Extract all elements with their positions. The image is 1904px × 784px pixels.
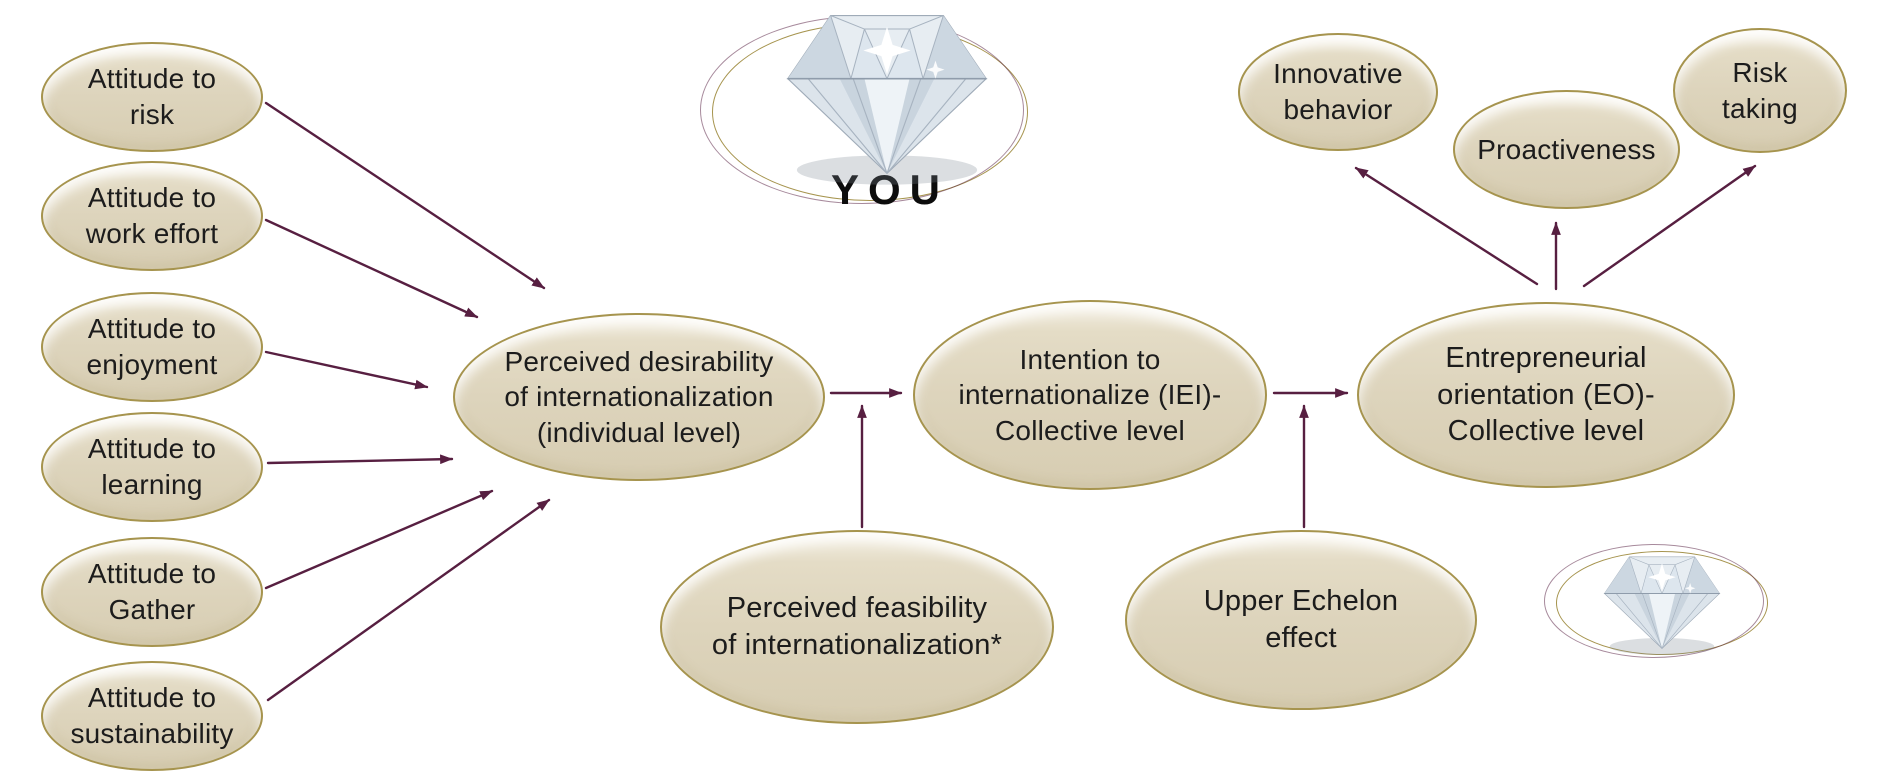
- edge-gather-to-desirability: [264, 489, 494, 590]
- node-attitude-to-learning: Attitude to learning: [41, 412, 275, 528]
- node-attitude-to-enjoyment-label: Attitude to enjoyment: [86, 313, 218, 380]
- node-attitude-to-gather-label: Attitude to Gather: [87, 558, 217, 625]
- node-attitude-to-work-effort-label: Attitude to work effort: [85, 182, 219, 249]
- you-label: YOU: [790, 166, 990, 214]
- node-proactiveness: Proactiveness: [1453, 90, 1681, 217]
- edge-learning-to-desirability: [266, 454, 454, 465]
- edge-work-effort-to-desirability: [264, 218, 479, 319]
- node-risk-taking-label: Risk taking: [1722, 56, 1798, 124]
- edge-enjoyment-to-desirability: [264, 350, 429, 390]
- node-attitude-to-sustainability-label: Attitude to sustainability: [70, 682, 234, 749]
- node-upper-echelon-effect-label: Upper Echelon effect: [1203, 585, 1399, 654]
- diamond-ellipse-ring-small: [1544, 544, 1768, 658]
- node-innovative-behavior-label: Innovative behavior: [1273, 58, 1403, 125]
- node-intention-to-internationalize: Intention to internationalize (IEI)- Col…: [905, 293, 1275, 497]
- you-label-label: YOU: [830, 166, 949, 214]
- node-attitude-to-enjoyment: Attitude to enjoyment: [41, 292, 275, 408]
- node-proactiveness-label: Proactiveness: [1477, 133, 1656, 165]
- edge-risk-to-desirability: [264, 101, 546, 290]
- node-attitude-to-gather: Attitude to Gather: [41, 537, 275, 653]
- node-attitude-to-risk: Attitude to risk: [41, 42, 275, 158]
- node-upper-echelon-effect: Upper Echelon effect: [1123, 524, 1479, 710]
- node-attitude-to-risk-label: Attitude to risk: [87, 63, 217, 130]
- node-innovative-behavior: Innovative behavior: [1238, 33, 1439, 159]
- node-intention-to-internationalize-label: Intention to internationalize (IEI)- Col…: [958, 343, 1222, 446]
- node-perceived-desirability: Perceived desirability of internationali…: [445, 306, 833, 488]
- node-entrepreneurial-orientation: Entrepreneurial orientation (EO)- Collec…: [1349, 295, 1743, 495]
- node-attitude-to-learning-label: Attitude to learning: [87, 433, 217, 500]
- node-entrepreneurial-orientation-label: Entrepreneurial orientation (EO)- Collec…: [1437, 341, 1655, 448]
- node-perceived-feasibility: Perceived feasibility of internationaliz…: [658, 524, 1056, 724]
- node-attitude-to-sustainability: Attitude to sustainability: [41, 661, 275, 777]
- edge-sustainability-to-desirability: [266, 498, 551, 702]
- node-perceived-desirability-label: Perceived desirability of internationali…: [504, 345, 774, 448]
- node-attitude-to-work-effort: Attitude to work effort: [41, 161, 275, 277]
- node-risk-taking: Risk taking: [1673, 28, 1848, 161]
- node-perceived-feasibility-label: Perceived feasibility of internationaliz…: [711, 592, 1003, 661]
